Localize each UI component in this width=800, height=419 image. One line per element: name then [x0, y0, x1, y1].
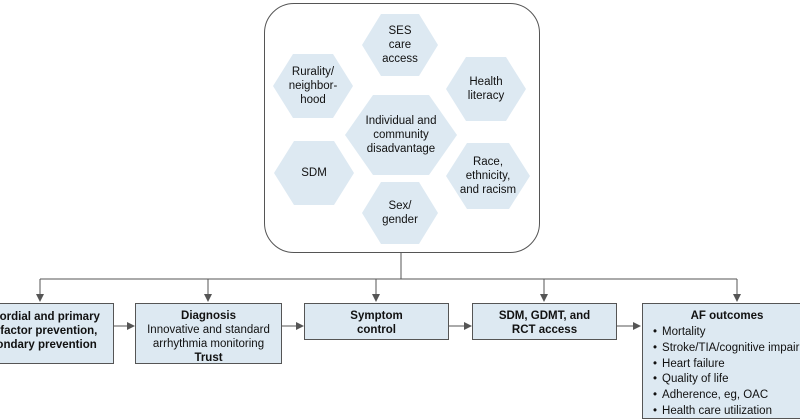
box-symptom-control: Symptom control: [304, 303, 449, 340]
outcome-item: Heart failure: [653, 357, 800, 373]
box-af-outcomes: AF outcomes Mortality Stroke/TIA/cogniti…: [642, 303, 800, 419]
af-outcomes-list: Mortality Stroke/TIA/cognitive impairmen…: [653, 325, 800, 419]
hex-health-literacy-text: Health literacy: [467, 76, 505, 102]
hex-ses-text: SES care access: [382, 25, 418, 65]
hex-sdm: SDM: [274, 141, 354, 205]
outcome-item: Mortality: [653, 325, 800, 341]
hex-rurality-text: Rurality/ neighbor- hood: [288, 66, 338, 106]
hex-sex-text: Sex/ gender: [382, 200, 418, 226]
hex-rurality-neighborhood: Rurality/ neighbor- hood: [273, 54, 353, 118]
hex-individual-text: Individual and community disadvantage: [365, 115, 437, 155]
box-diagnosis: Diagnosis Innovative and standard arrhyt…: [135, 303, 282, 364]
outcome-item: Health care utilization: [653, 404, 800, 419]
hex-sdm-text: SDM: [301, 167, 327, 179]
outcome-item: Quality of life: [653, 372, 800, 388]
hex-race-text: Race, ethnicity, and racism: [459, 156, 517, 196]
hex-race-ethnicity-racism: Race, ethnicity, and racism: [446, 143, 530, 209]
diagnosis-trust: Trust: [194, 352, 223, 364]
box-prevention: Primordial and primary risk factor preve…: [0, 303, 114, 364]
af-outcomes-title: AF outcomes: [690, 310, 764, 322]
box-sdm-gdmt-rct-access: SDM, GDMT, and RCT access: [472, 303, 617, 340]
outcome-item: Adherence, eg, OAC: [653, 388, 800, 404]
diagnosis-title: Diagnosis: [181, 310, 236, 322]
outcome-item: Stroke/TIA/cognitive impairment: [653, 341, 800, 357]
